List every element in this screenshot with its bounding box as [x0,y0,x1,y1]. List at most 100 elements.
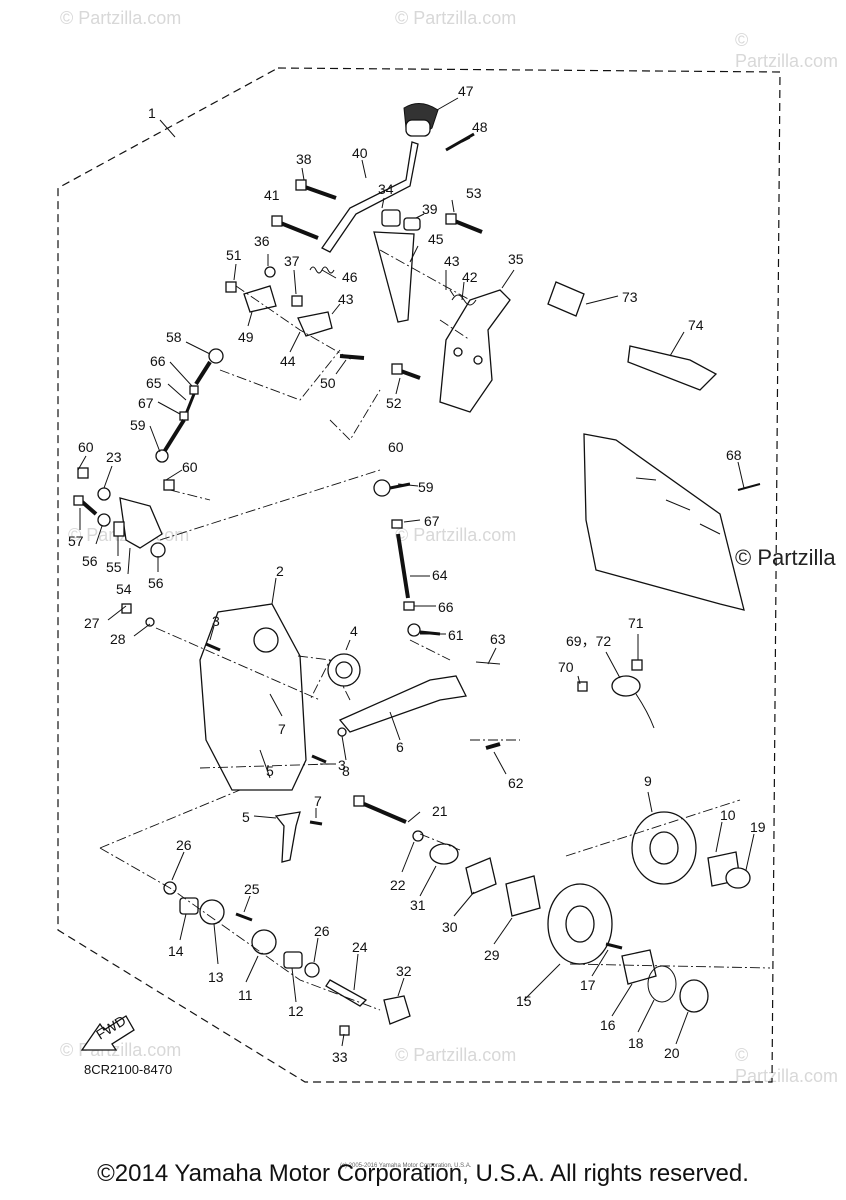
callout-43b: 43 [338,291,354,307]
callout-67b: 67 [424,513,440,529]
tiny-notice: (c) 2005-2016 Yamaha Motor Corporation, … [340,1163,472,1169]
washer-56 [97,513,111,527]
callout-19: 19 [750,819,766,835]
callout-74: 74 [688,317,704,333]
leader-1 [159,119,176,138]
callout-27: 27 [84,615,100,631]
washer-23 [97,487,111,501]
callout-56: 56 [82,553,98,569]
shift-lever-40 [321,141,419,253]
callout-26: 26 [176,837,192,853]
callout-39: 39 [422,201,438,217]
sensor-69 [611,675,655,729]
pin-3b [311,754,327,764]
shaft-24 [325,979,368,1007]
callout-7: 7 [278,721,286,737]
callout-65: 65 [146,375,162,391]
nut-60b [163,479,175,491]
rod-end-59 [155,418,186,463]
pin-3 [205,642,221,652]
callout-22: 22 [390,877,406,893]
pin-17 [605,942,623,950]
spring-42 [451,294,477,306]
callout-55: 55 [106,559,122,575]
callout-8: 8 [342,763,350,779]
shaft-6 [338,675,467,733]
washer-22 [412,830,424,842]
bearing-14 [179,897,199,915]
watermark: © Partzilla.com [735,30,839,71]
bearing-12 [283,951,303,969]
arm-45 [373,231,415,323]
collar-55 [113,521,125,537]
bolt-50 [339,354,365,360]
callout-60: 60 [388,439,404,455]
callout-30: 30 [442,919,458,935]
bolt-57 [73,495,98,516]
callout-49: 49 [238,329,254,345]
watermark: © Partzilla [735,545,836,570]
label-74 [627,345,718,391]
fwd-arrow-icon: FWD [80,1012,135,1051]
lever-54 [119,497,163,549]
nut-66 [189,385,199,395]
watermark: © Partzilla.com [395,1045,517,1065]
callout-67: 67 [138,395,154,411]
flap-68 [583,433,745,611]
collar-31 [429,843,459,865]
callout-60b: 60 [78,439,94,455]
drawing-code: 8CR2100-8470 [84,1062,173,1077]
shift-knob [403,103,439,137]
bolt-62 [485,742,501,750]
arm-5 [274,811,301,863]
plate-44 [297,311,333,337]
callout-60c: 60 [182,459,198,475]
plate-32 [383,995,411,1025]
nut-60 [77,467,89,479]
callout-53: 53 [466,185,482,201]
callout-63: 63 [490,631,506,647]
callout-11: 11 [238,987,253,1003]
bolt-21 [353,795,407,824]
callout-44: 44 [280,353,296,369]
bracket-49 [243,285,277,313]
callout-61: 61 [448,627,464,643]
callout-58: 58 [166,329,182,345]
nut-67b [391,519,403,529]
washer-28 [145,617,155,627]
callout-34: 34 [378,181,394,197]
callout-3b: 3 [338,757,346,773]
callout-13: 13 [208,969,224,985]
washer-36 [264,266,276,278]
callout-6: 6 [396,739,404,755]
callout-56b: 56 [148,575,164,591]
callout-35: 35 [508,251,524,267]
callout-10: 10 [720,807,736,823]
callout-57: 57 [68,533,84,549]
callout-33: 33 [332,1049,348,1065]
callout-59b: 59 [418,479,434,495]
callout-3: 3 [212,613,220,629]
callout-52: 52 [386,395,402,411]
callout-14: 14 [168,943,184,959]
callout-40: 40 [352,145,368,161]
bolt-53 [445,213,483,234]
callout-25: 25 [244,881,260,897]
callout-38: 38 [296,151,312,167]
callout-42: 42 [462,269,478,285]
nut-37 [291,295,303,307]
callout-71: 71 [628,615,644,631]
pin-25 [235,912,253,922]
assembly-boundary [57,67,781,1083]
callout-9: 9 [644,773,652,789]
watermark: © Partzilla.com [395,525,517,545]
callout-54: 54 [116,581,132,597]
circlip-18 [647,965,677,1003]
washer-26b [304,962,320,978]
case-cover-2 [199,603,307,791]
callout-66: 66 [150,353,166,369]
callout-50: 50 [320,375,336,391]
callout-18: 18 [628,1035,644,1051]
callout-69: 69，72 [566,633,611,649]
rod-64 [396,533,410,599]
